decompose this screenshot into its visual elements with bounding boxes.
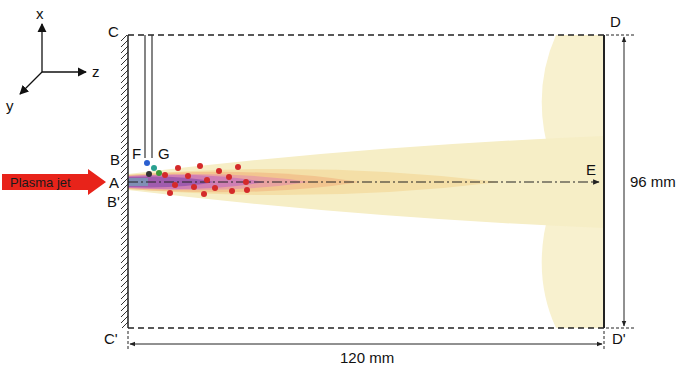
particle: [172, 182, 178, 188]
plume-layer: [128, 172, 360, 192]
outlet-boundary: [603, 35, 605, 328]
y-axis: [20, 72, 42, 94]
particle: [146, 171, 152, 177]
particle: [162, 172, 168, 178]
particle: [229, 188, 235, 194]
particle: [167, 190, 173, 196]
top-boundary: [128, 34, 604, 35]
point-label: A: [109, 175, 119, 190]
x-axis: [41, 24, 42, 72]
particle: [185, 173, 191, 179]
dimension-96: [606, 35, 634, 328]
particle: [175, 165, 181, 171]
dimension-label: 120 mm: [340, 350, 394, 365]
dimension-line: [130, 344, 602, 345]
particle: [191, 184, 197, 190]
dimension-120: [128, 331, 604, 350]
particle: [212, 185, 218, 191]
particle: [204, 177, 210, 183]
particles: [144, 160, 250, 197]
dimension-tick: [606, 328, 634, 329]
bottom-boundary: [128, 327, 604, 328]
dimension-line: [624, 37, 625, 326]
point-label: D': [612, 331, 626, 346]
dimension-tick: [604, 331, 605, 350]
inflow-arrow: Plasma jet: [2, 169, 106, 195]
coordinate-axes: [20, 24, 86, 94]
dimension-tick: [606, 35, 634, 36]
particle: [197, 163, 203, 169]
particle: [144, 160, 150, 166]
probe-tube: [145, 35, 152, 158]
probe-wall: [151, 35, 152, 158]
particle: [244, 187, 250, 193]
probe-wall: [144, 35, 145, 158]
point-label: F: [132, 146, 141, 161]
wall-hatching: [121, 35, 128, 328]
particle: [216, 168, 222, 174]
axis-label: z: [92, 64, 100, 79]
plasma-plume: [128, 136, 604, 228]
dimension-label: 96 mm: [630, 174, 676, 189]
axis-label: x: [36, 6, 44, 21]
particle: [235, 164, 241, 170]
particle: [243, 179, 249, 185]
particle: [156, 170, 162, 176]
point-label: D: [610, 14, 621, 29]
point-label: B: [110, 152, 120, 167]
point-label: B': [107, 194, 120, 209]
arrow-label: Plasma jet: [2, 169, 106, 189]
symmetry-axis: [128, 181, 599, 182]
point-label: G: [158, 146, 170, 161]
particle: [226, 174, 232, 180]
domain-boundaries: [121, 35, 604, 328]
point-label: C: [108, 24, 119, 39]
plume-outer: [128, 136, 604, 228]
particle: [201, 191, 207, 197]
dimension-tick: [128, 331, 129, 350]
z-axis: [42, 71, 86, 72]
point-label: C': [104, 331, 118, 346]
point-label: E: [586, 162, 596, 177]
particle: [151, 165, 157, 171]
arrow-shape: [2, 169, 106, 195]
axis-label: y: [6, 98, 14, 113]
